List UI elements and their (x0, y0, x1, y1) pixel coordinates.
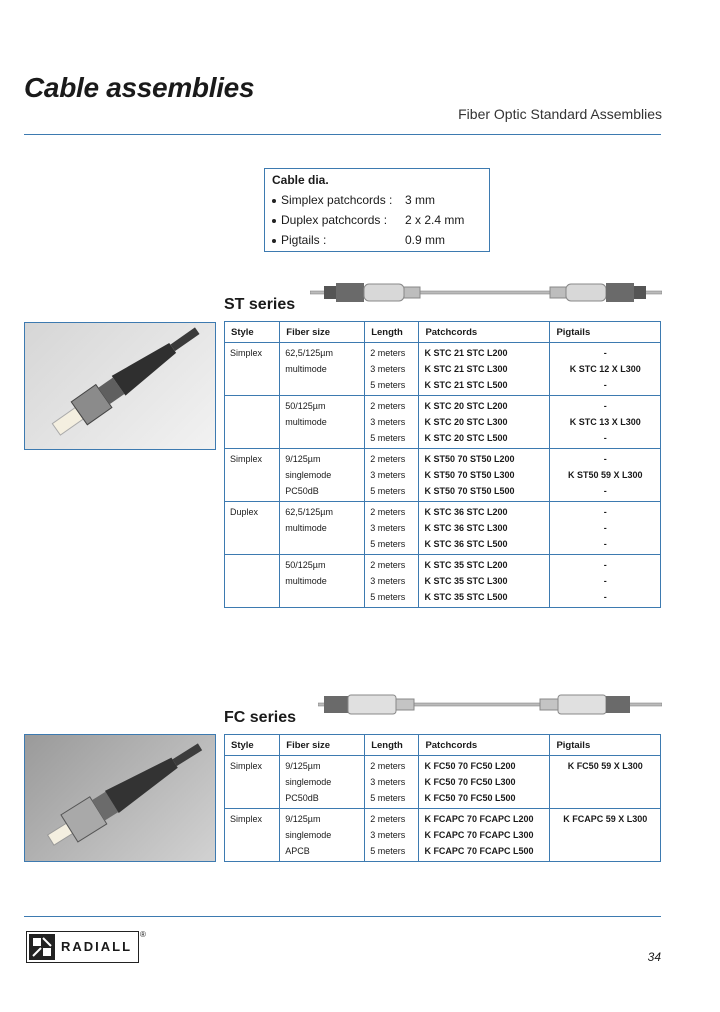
cell-pigtails: K FC50 59 X L300 (549, 755, 661, 809)
page-subtitle: Fiber Optic Standard Assemblies (458, 106, 662, 122)
cell-pigtails: -K STC 12 X L300- (549, 342, 661, 396)
st-cable-illustration (310, 283, 662, 302)
cell-pigtails: -K STC 13 X L300- (549, 395, 661, 449)
cell-style: Simplex (223, 808, 281, 862)
cell-pigtails: K FCAPC 59 X L300 (549, 808, 661, 862)
col-header-length: Length (364, 734, 420, 756)
cable-dia-row: Pigtails :0.9 mm (272, 233, 445, 247)
cell-style: Duplex (223, 501, 281, 555)
cable-dia-box: Cable dia. Simplex patchcords :3 mm Dupl… (264, 168, 490, 252)
cell-style (223, 395, 281, 449)
cable-dia-heading: Cable dia. (272, 173, 329, 187)
page-number: 34 (647, 950, 661, 964)
cell-pigtails: -K ST50 59 X L300- (549, 448, 661, 502)
cable-dia-row: Simplex patchcords :3 mm (272, 193, 435, 207)
cell-pigtails: --- (549, 554, 661, 608)
table-header-row: Style Fiber size Length Patchcords Pigta… (223, 734, 661, 756)
radiall-logo: RADIALL (26, 931, 139, 963)
st-series-title: ST series (224, 296, 296, 313)
cable-dia-row: Duplex patchcords :2 x 2.4 mm (272, 213, 464, 227)
cell-style: Simplex (223, 448, 281, 502)
col-header-style: Style (223, 321, 281, 343)
brand-name: RADIALL (61, 939, 133, 954)
cell-pigtails: --- (549, 501, 661, 555)
table-header-row: Style Fiber size Length Patchcords Pigta… (223, 321, 661, 343)
footer-rule (24, 916, 661, 917)
st-spec-table: Style Fiber size Length Patchcords Pigta… (223, 321, 661, 608)
col-header-patchcords: Patchcords (418, 321, 551, 343)
fc-connector-photo (24, 734, 216, 862)
col-header-fiber-size: Fiber size (279, 734, 366, 756)
col-header-pigtails: Pigtails (549, 321, 661, 343)
bullet-icon (272, 238, 276, 243)
bullet-icon (272, 218, 276, 223)
fc-cable-illustration (318, 694, 662, 715)
col-header-style: Style (223, 734, 281, 756)
col-header-fiber-size: Fiber size (279, 321, 366, 343)
fc-series-title: FC series (224, 709, 297, 726)
page-title: Cable assemblies (24, 72, 255, 103)
cell-style: Simplex (223, 755, 281, 809)
col-header-pigtails: Pigtails (549, 734, 661, 756)
registered-mark: ® (140, 930, 146, 939)
st-connector-photo (24, 322, 216, 450)
header-rule (24, 134, 661, 135)
cell-style (223, 554, 281, 608)
col-header-patchcords: Patchcords (418, 734, 551, 756)
fc-spec-table: Style Fiber size Length Patchcords Pigta… (223, 734, 661, 862)
col-header-length: Length (364, 321, 420, 343)
cell-style: Simplex (223, 342, 281, 396)
bullet-icon (272, 198, 276, 203)
